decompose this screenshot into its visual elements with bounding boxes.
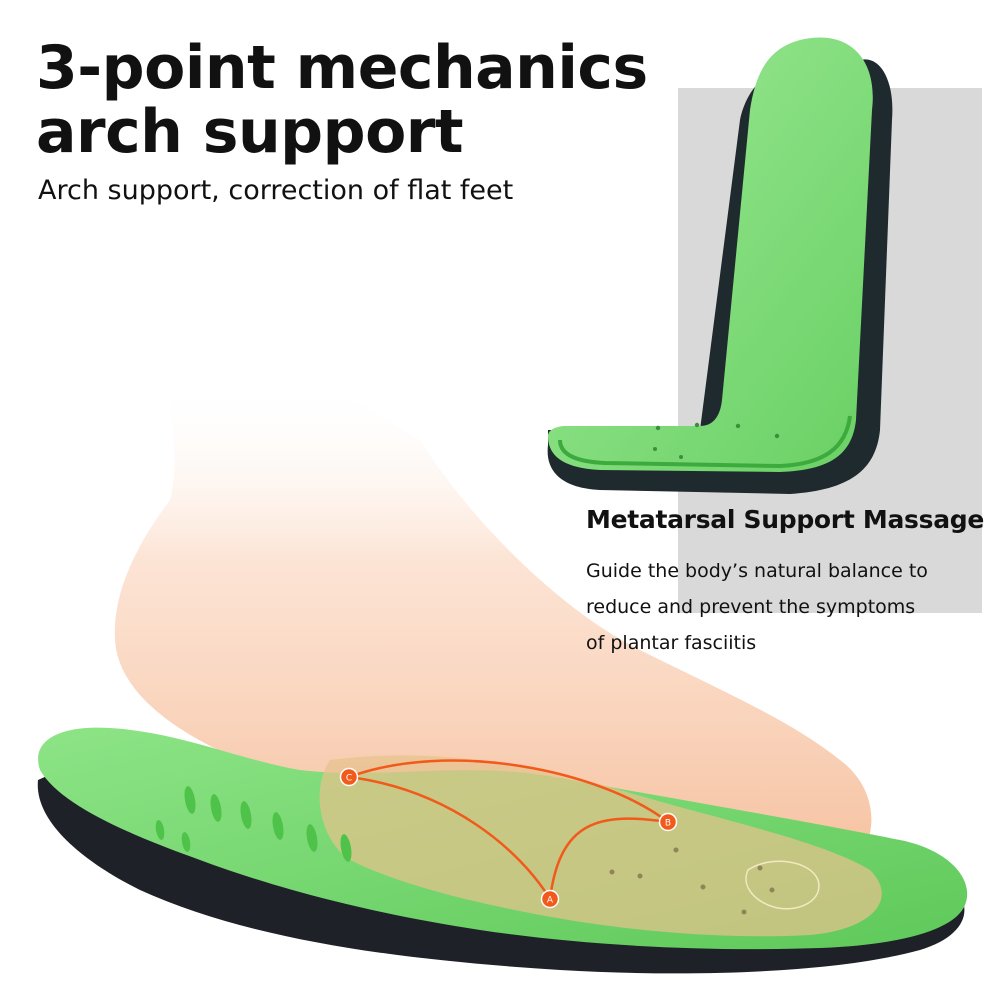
bottom-insole-image	[37, 727, 968, 974]
headline-line-1: 3-point mechanics	[36, 33, 648, 103]
feature-description-line-1: Guide the body’s natural balance to	[586, 560, 928, 582]
marker-b: B	[658, 812, 678, 832]
foot-image	[114, 380, 872, 896]
headline: 3-point mechanics arch support	[36, 36, 648, 164]
feature-description-line-3: of plantar fasciitis	[586, 632, 757, 654]
three-point-mechanics-lines	[348, 759, 669, 900]
upright-insole-image	[547, 37, 893, 494]
marker-c-label: C	[346, 774, 352, 784]
marker-a-label: A	[547, 896, 554, 906]
headline-line-2: arch support	[36, 97, 464, 167]
feature-description: Guide the body’s natural balance to redu…	[586, 553, 976, 661]
subheadline: Arch support, correction of flat feet	[38, 175, 514, 206]
marker-c: C	[339, 767, 359, 787]
feature-description-line-2: reduce and prevent the symptoms	[586, 596, 916, 618]
marker-a: A	[540, 889, 560, 909]
marker-b-label: B	[665, 819, 671, 829]
feature-title: Metatarsal Support Massage	[586, 505, 985, 534]
